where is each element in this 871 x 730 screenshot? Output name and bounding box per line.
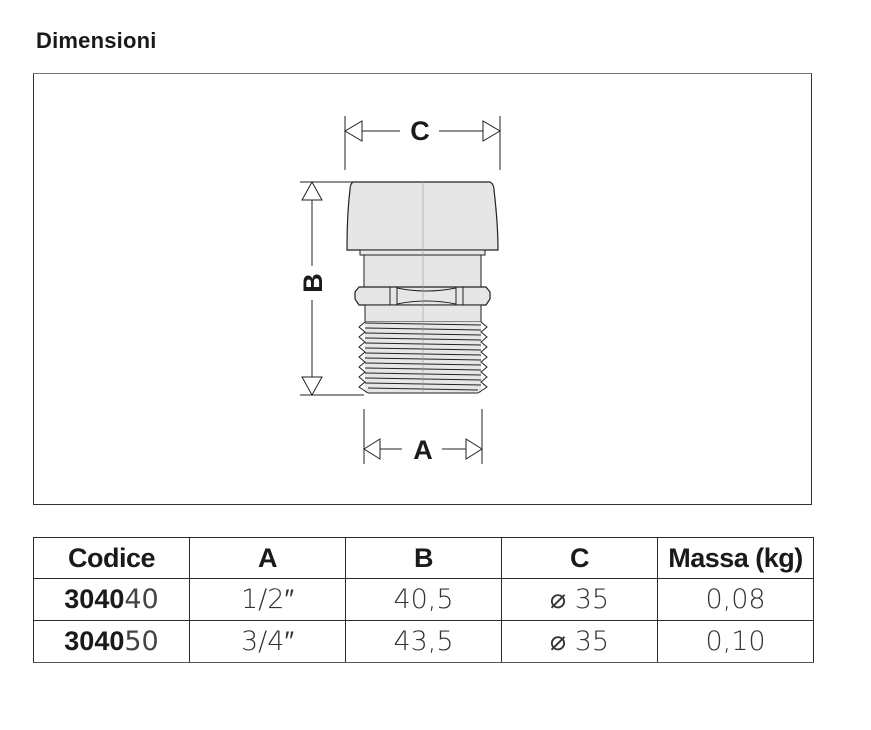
code-prefix: 3040 — [64, 584, 125, 614]
valve-dimension-drawing: C B A — [298, 116, 501, 465]
cell-c: ⌀ 35 — [501, 578, 658, 621]
cell-a: 1/2″ — [189, 578, 346, 621]
cell-mass: 0,10 — [657, 620, 814, 663]
dimensions-table: Codice A B C Massa (kg) 304040 1/2″ 40,5… — [33, 537, 814, 663]
table-header-row: Codice A B C Massa (kg) — [33, 537, 814, 579]
cell-c: ⌀ 35 — [501, 620, 658, 663]
cell-code: 304040 — [33, 578, 190, 621]
header-c: C — [501, 537, 658, 579]
header-mass: Massa (kg) — [657, 537, 814, 579]
header-b: B — [345, 537, 502, 579]
cell-mass: 0,08 — [657, 578, 814, 621]
valve-cap — [346, 181, 499, 251]
dimension-label-c: C — [410, 116, 430, 146]
dimension-label-a: A — [413, 435, 433, 465]
section-title: Dimensioni — [36, 28, 157, 53]
code-prefix: 3040 — [64, 626, 125, 656]
cell-code: 304050 — [33, 620, 190, 663]
dimension-label-b: B — [298, 273, 328, 293]
hex-nut — [354, 286, 491, 306]
cell-b: 43,5 — [345, 620, 502, 663]
table-row: 304040 1/2″ 40,5 ⌀ 35 0,08 — [33, 578, 814, 621]
code-suffix: 50 — [124, 626, 159, 657]
header-a: A — [189, 537, 346, 579]
header-codice: Codice — [33, 537, 190, 579]
dimension-drawing-frame: C B A — [33, 73, 812, 505]
cell-b: 40,5 — [345, 578, 502, 621]
table-row: 304050 3/4″ 43,5 ⌀ 35 0,10 — [33, 620, 814, 663]
cell-a: 3/4″ — [189, 620, 346, 663]
code-suffix: 40 — [124, 584, 159, 615]
